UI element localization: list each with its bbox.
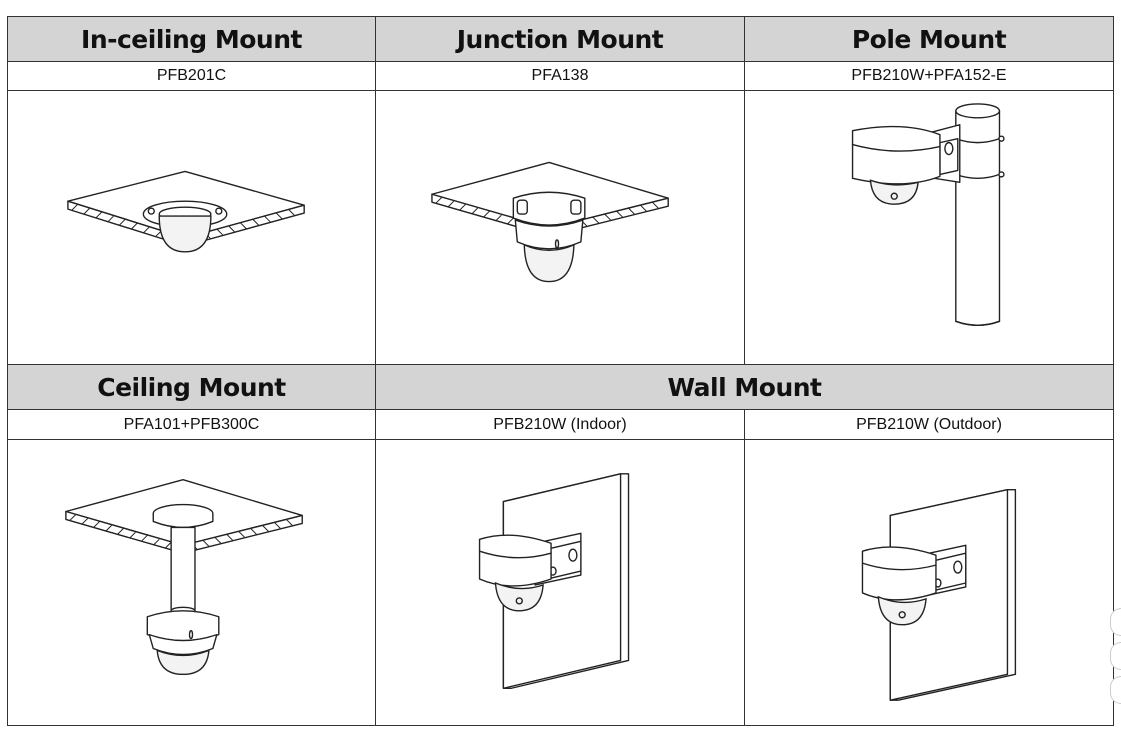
wall-mount-outdoor-illustration	[744, 439, 1114, 726]
in-ceiling-mount-illustration	[7, 90, 376, 365]
page-edge-mark	[1110, 642, 1121, 670]
pole-mount-drawing	[851, 103, 1005, 326]
code-junction-mount: PFA138	[375, 61, 745, 91]
header-wall-mount: Wall Mount	[375, 364, 1114, 410]
pole-mount-illustration	[744, 90, 1114, 365]
wall-mount-outdoor-drawing	[861, 488, 1017, 701]
header-in-ceiling-mount: In-ceiling Mount	[7, 16, 376, 62]
page-edge-mark	[1110, 608, 1121, 636]
wall-mount-indoor-illustration	[375, 439, 745, 726]
in-ceiling-mount-drawing	[67, 170, 305, 253]
header-pole-mount: Pole Mount	[744, 16, 1114, 62]
code-pole-mount: PFB210W+PFA152-E	[744, 61, 1114, 91]
junction-mount-drawing	[431, 161, 669, 283]
mount-table: In-ceiling Mount Junction Mount Pole Mou…	[7, 16, 1114, 726]
page-edge-mark	[1110, 676, 1121, 704]
header-junction-mount: Junction Mount	[375, 16, 745, 62]
code-wall-mount-indoor: PFB210W (Indoor)	[375, 409, 745, 440]
code-in-ceiling-mount: PFB201C	[7, 61, 376, 91]
header-ceiling-mount: Ceiling Mount	[7, 364, 376, 410]
code-wall-mount-outdoor: PFB210W (Outdoor)	[744, 409, 1114, 440]
wall-mount-indoor-drawing	[478, 473, 630, 689]
ceiling-mount-drawing	[65, 479, 303, 676]
code-ceiling-mount: PFA101+PFB300C	[7, 409, 376, 440]
junction-mount-illustration	[375, 90, 745, 365]
ceiling-mount-illustration	[7, 439, 376, 726]
